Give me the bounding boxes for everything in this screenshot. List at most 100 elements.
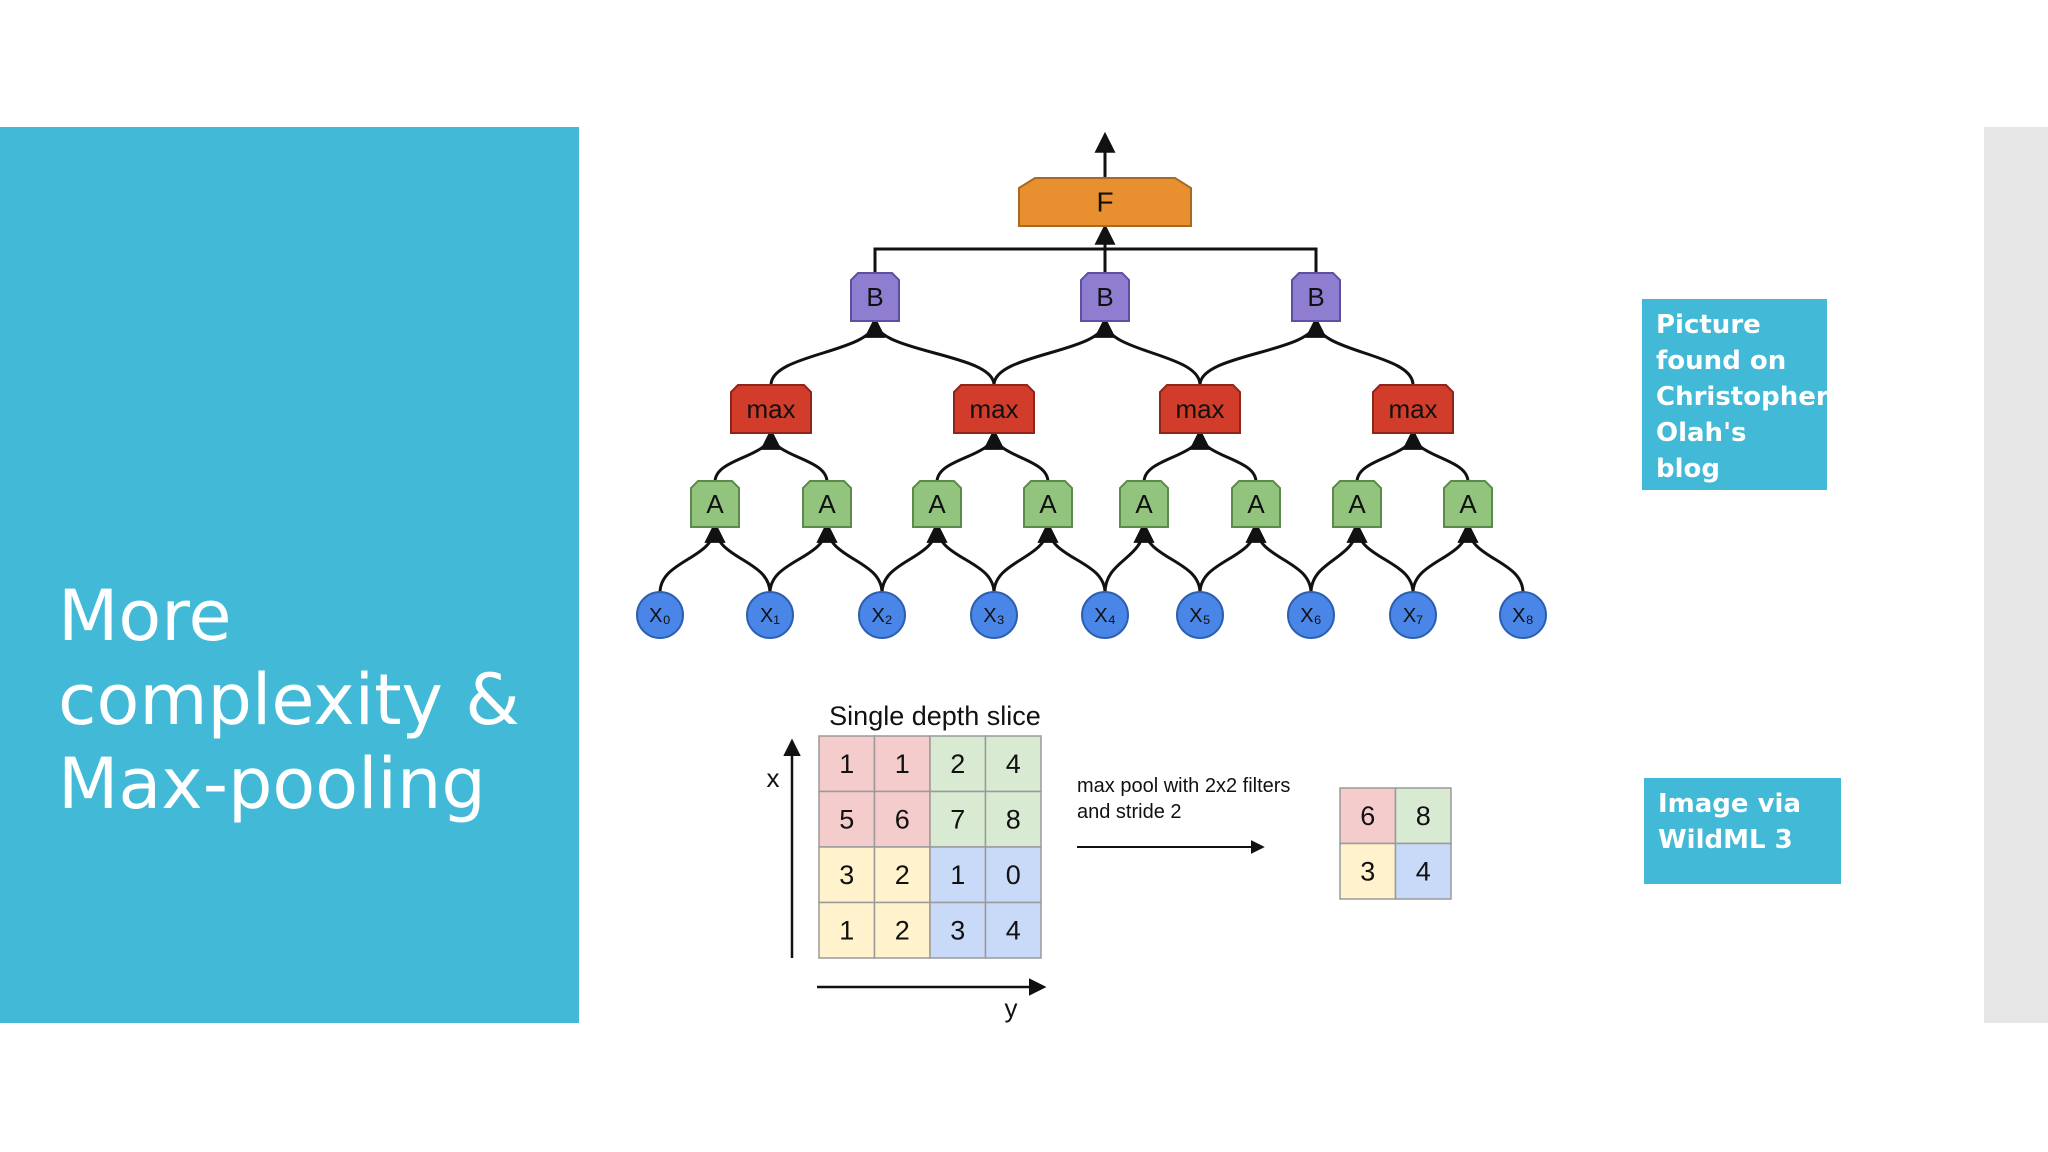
b-node-label: B [1096,282,1113,312]
caption-line: Image via [1658,789,1802,819]
max-node [730,384,812,434]
f-node [1018,177,1192,227]
x-input-node [1081,591,1129,639]
x-to-a-edge [658,521,726,594]
max-to-b-edge [1198,316,1327,386]
input-grid-value: 6 [895,804,910,834]
input-grid-cell [984,846,1042,904]
network-edges [658,131,1525,594]
input-grid-cell [984,901,1042,959]
input-grid-cell [929,846,987,904]
input-grid-value: 5 [839,804,854,834]
x-to-a-edge [1133,521,1202,594]
input-grid-value: 1 [839,915,854,945]
x-to-a-edge [1198,521,1267,594]
input-grid-value: 8 [1006,804,1021,834]
a-node-label: A [928,489,946,519]
a-node [690,480,740,528]
x-to-a-edge [768,521,838,594]
title-line: complexity & [58,659,520,741]
max-to-b-edge [864,316,996,386]
x-input-label: X₆ [1300,605,1321,627]
x-input-label: X₅ [1189,605,1210,627]
output-grid-value: 4 [1416,856,1431,886]
x-input-label: X₂ [871,605,892,627]
input-grid-cell [929,790,987,848]
x-input-node [858,591,906,639]
input-grid-value: 0 [1006,860,1021,890]
input-grid-value: 1 [895,749,910,779]
input-grid-cell [873,846,931,904]
a-to-max-edge [1142,428,1211,483]
x-input-node [1176,591,1224,639]
a-to-max-edge [935,428,1005,483]
a-node [1332,480,1382,528]
x-input-node [746,591,794,639]
side-strip [1984,127,2048,1023]
x-input-node [970,591,1018,639]
input-grid-cell [818,735,876,793]
b-node [1080,272,1130,322]
operation-text-line: max pool with 2x2 filters [1077,775,1290,797]
b-to-f-edge [873,247,1318,273]
x-input-label: X₄ [1094,605,1116,627]
input-grid-value: 7 [950,804,965,834]
input-grid-value: 4 [1006,749,1021,779]
input-grid-cell [818,790,876,848]
x-input-label: X₁ [760,605,780,627]
x-input-node [1499,591,1547,639]
input-grid-cell [818,901,876,959]
max-node-label: max [1175,394,1224,424]
x-input-label: X₈ [1512,605,1534,627]
y-axis-label: y [1005,993,1018,1023]
title-line: Max-pooling [58,743,486,825]
output-grid-value: 6 [1360,801,1375,831]
operation-text-line: and stride 2 [1077,801,1182,823]
input-grid-value: 1 [839,749,854,779]
input-grid-cell [984,735,1042,793]
a-node-label: A [1459,489,1477,519]
x-to-a-edge [1037,521,1107,594]
input-grid-cell [984,790,1042,848]
a-node-label: A [818,489,836,519]
x-to-a-edge [1245,521,1313,594]
slice-title: Single depth slice [829,701,1041,731]
x-to-a-edge [1457,521,1525,594]
max-node [953,384,1035,434]
output-grid-cell [1339,842,1397,900]
max-node-label: max [969,394,1018,424]
a-node [1023,480,1073,528]
input-grid-cell [873,735,931,793]
input-grid-value: 2 [895,860,910,890]
b-node-label: B [866,282,883,312]
output-grid-value: 3 [1360,856,1375,886]
input-grid-value: 4 [1006,915,1021,945]
a-node [1443,480,1493,528]
a-to-max-edge [760,428,829,483]
x-to-a-edge [1346,521,1415,594]
max-to-b-edge [992,316,1116,386]
slide-title: More complexity & Max-pooling [58,574,558,826]
a-node-label: A [1348,489,1366,519]
x-to-a-edge [992,521,1059,594]
input-grid-cell [873,790,931,848]
b-node [1291,272,1341,322]
input-grid-value: 3 [839,860,854,890]
a-node-label: A [706,489,724,519]
a-to-max-edge [1402,428,1470,483]
wildml-caption: Image via WildML 3 [1644,778,1841,884]
a-node-label: A [1039,489,1057,519]
input-grid-value: 1 [950,860,965,890]
b-node [850,272,900,322]
max-to-b-edge [769,316,886,386]
output-grid-cell [1394,842,1452,900]
x-input-label: X₀ [649,605,671,627]
a-to-max-edge [713,428,782,483]
caption-line: Picture [1656,310,1761,340]
input-grid-cell [929,735,987,793]
max-node-label: max [1388,394,1437,424]
output-grid-cell [1339,787,1397,845]
a-to-max-edge [983,428,1050,483]
a-to-max-edge [1355,428,1424,483]
caption-line: Christopher [1656,382,1829,412]
